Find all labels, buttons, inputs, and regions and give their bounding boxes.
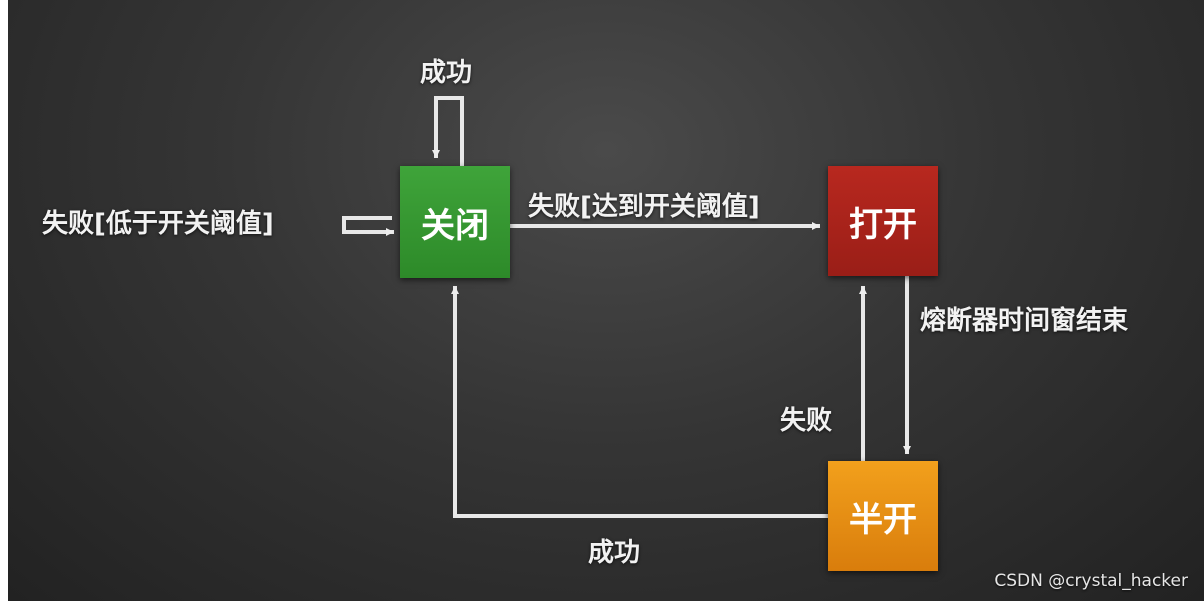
label-closed-self-success: 成功	[420, 58, 473, 88]
transition-arrows	[342, 96, 911, 518]
label-closed-self-fail: 失败[低于开关阈值]	[42, 209, 274, 239]
label-closed-to-open: 失败[达到开关阈值]	[528, 192, 760, 222]
arrow-half-open-to-closed	[451, 286, 830, 518]
state-half-open-box: 半开	[828, 461, 938, 571]
label-open-to-half-open: 熔断器时间窗结束	[920, 306, 1129, 336]
arrow-closed-self-success	[432, 96, 464, 168]
watermark-text: CSDN @crystal_hacker	[994, 571, 1188, 591]
state-diagram-canvas: 关闭 打开 半开 成功 失败[低于开关阈值] 失败[达到开关阈值] 熔断器时间窗…	[8, 0, 1204, 601]
state-open-label: 打开	[849, 204, 917, 245]
state-half-open-label: 半开	[849, 499, 917, 540]
state-closed-box: 关闭	[400, 166, 510, 278]
arrow-closed-self-fail	[342, 216, 394, 236]
label-half-open-to-open: 失败	[780, 406, 833, 436]
label-half-open-to-closed: 成功	[588, 538, 641, 568]
state-closed-label: 关闭	[421, 205, 489, 246]
state-open-box: 打开	[828, 166, 938, 276]
